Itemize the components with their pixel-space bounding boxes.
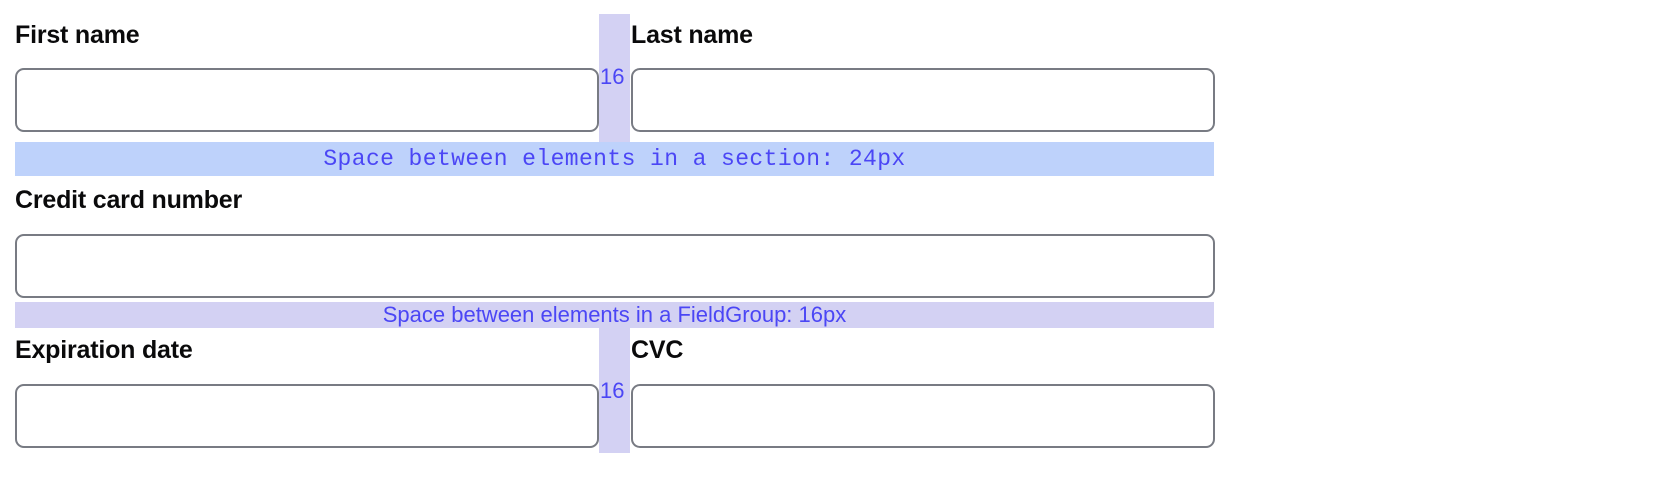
column-gap-strip-expiry-row: 16	[599, 328, 630, 453]
column-gap-label-expiry-row: 16	[600, 378, 625, 403]
label-last-name: Last name	[631, 21, 753, 49]
label-credit-card-number: Credit card number	[15, 186, 243, 214]
label-first-name: First name	[15, 21, 140, 49]
input-last-name[interactable]	[631, 68, 1215, 132]
column-gap-label-name-row: 16	[600, 64, 625, 89]
label-cvc: CVC	[631, 336, 684, 364]
input-first-name[interactable]	[15, 68, 599, 132]
input-expiration-date[interactable]	[15, 384, 599, 448]
label-expiration-date: Expiration date	[15, 336, 193, 364]
column-gap-strip-name-row: 16	[599, 14, 630, 142]
input-cvc[interactable]	[631, 384, 1215, 448]
fieldgroup-gap-bar: Space between elements in a FieldGroup: …	[15, 302, 1214, 328]
input-credit-card-number[interactable]	[15, 234, 1215, 298]
section-gap-bar: Space between elements in a section: 24p…	[15, 142, 1214, 176]
